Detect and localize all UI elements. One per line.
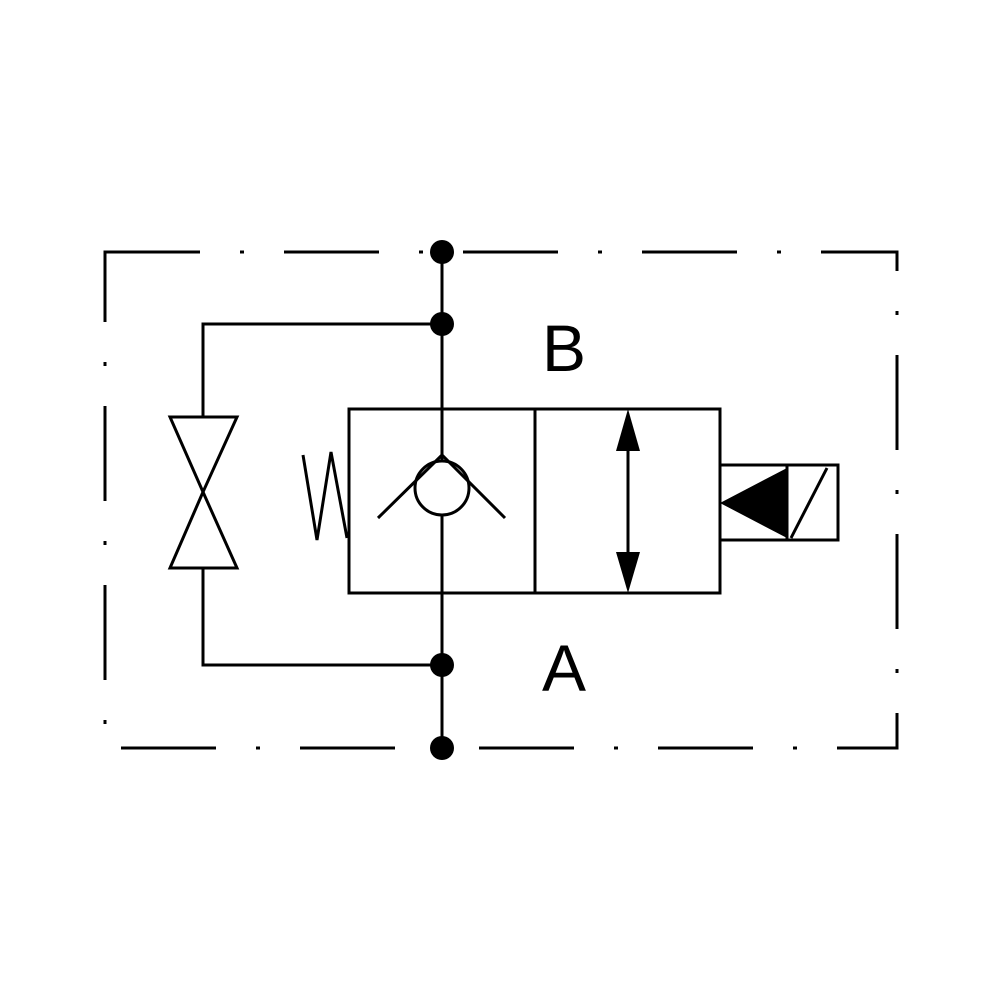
check-valve-icon bbox=[376, 452, 507, 520]
junction-dot bbox=[430, 736, 454, 760]
bypass-line-top bbox=[201, 322, 442, 417]
bypass-line-bottom bbox=[201, 568, 442, 667]
spring-icon bbox=[301, 451, 349, 541]
throttle-valve-icon bbox=[167, 415, 240, 570]
junction-dot bbox=[430, 240, 454, 264]
junction-dot bbox=[430, 312, 454, 336]
arrow-down-icon bbox=[616, 552, 640, 593]
solenoid-triangle-icon bbox=[720, 468, 787, 538]
port-b-label: B bbox=[542, 311, 587, 385]
arrow-up-icon bbox=[616, 409, 640, 451]
directional-valve bbox=[347, 407, 722, 595]
enclosure-boundary bbox=[103, 250, 899, 750]
port-a-label: A bbox=[542, 631, 587, 705]
junction-dot bbox=[430, 653, 454, 677]
